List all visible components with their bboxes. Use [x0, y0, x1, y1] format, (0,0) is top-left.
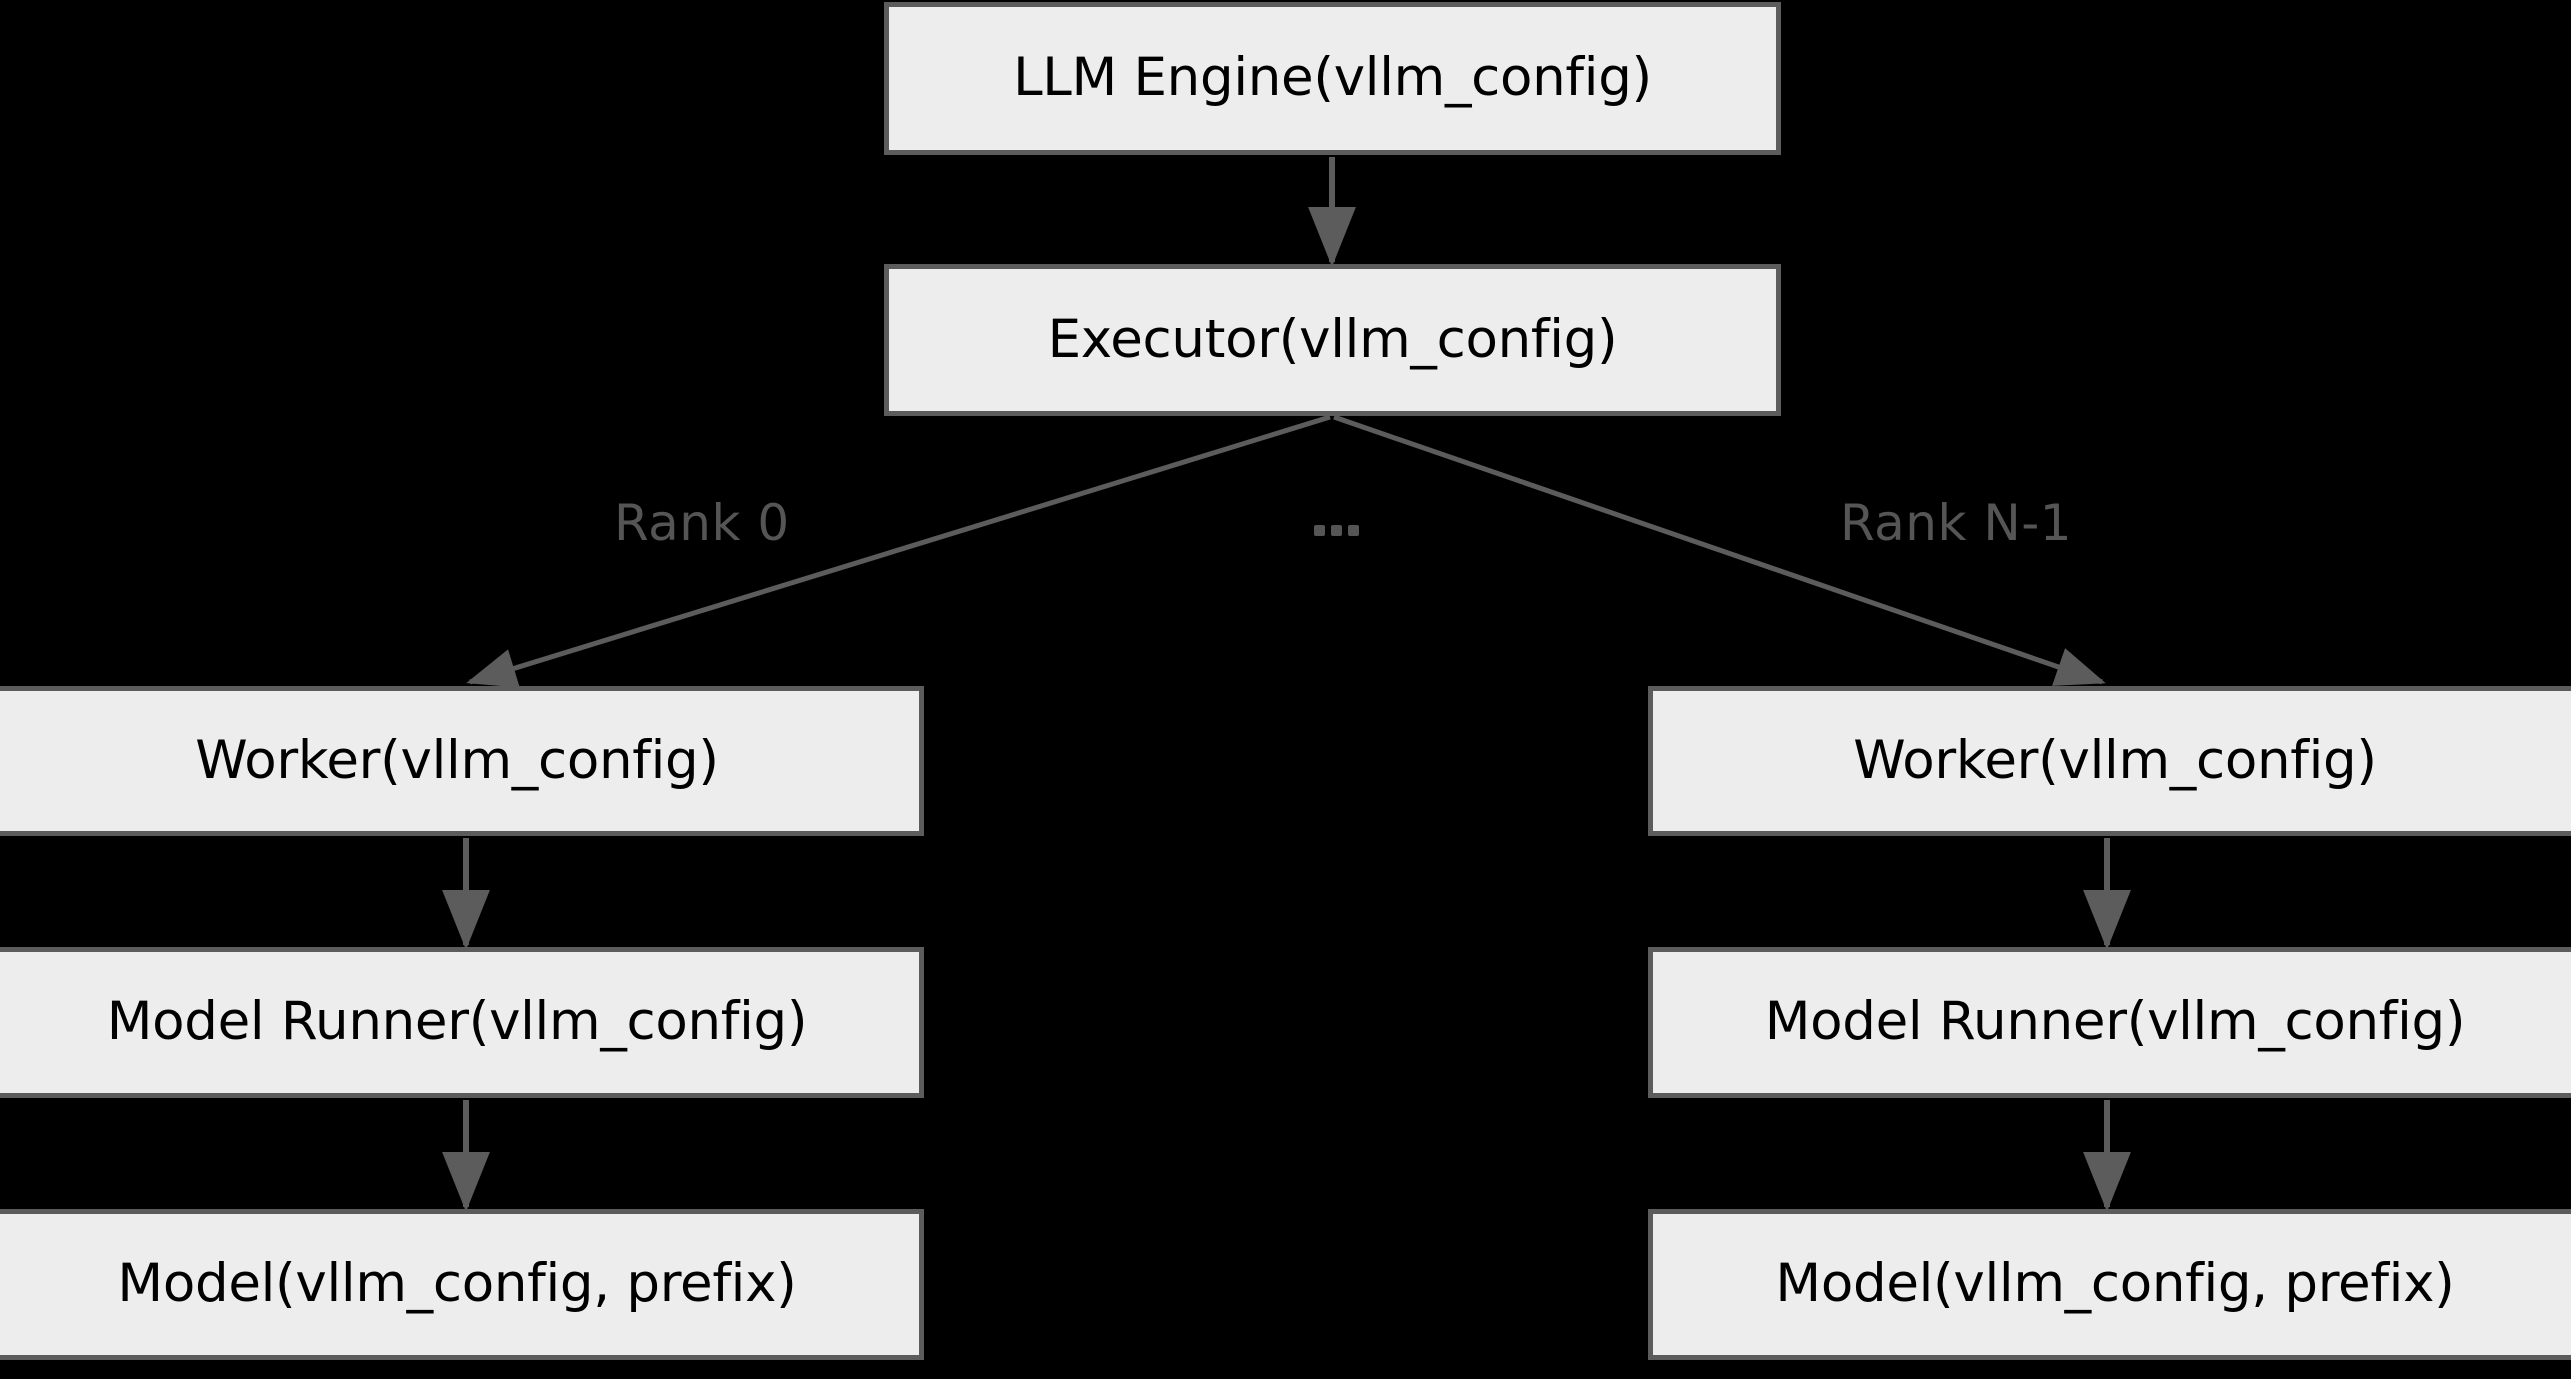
node-executor-label: Executor(vllm_config) [1047, 308, 1618, 370]
node-model-runner-left[interactable]: Model Runner(vllm_config) [0, 947, 924, 1098]
node-model-left-label: Model(vllm_config, prefix) [117, 1253, 797, 1315]
node-worker-right-label: Worker(vllm_config) [1853, 729, 2377, 791]
node-executor[interactable]: Executor(vllm_config) [884, 264, 1781, 416]
edge-label-rank-0: Rank 0 [614, 494, 790, 552]
node-model-right[interactable]: Model(vllm_config, prefix) [1648, 1209, 2571, 1360]
node-worker-left[interactable]: Worker(vllm_config) [0, 686, 924, 836]
edge-label-rank-n-minus-1: Rank N-1 [1840, 494, 2072, 552]
node-model-right-label: Model(vllm_config, prefix) [1775, 1253, 2455, 1315]
node-model-runner-left-label: Model Runner(vllm_config) [106, 991, 808, 1053]
node-model-runner-right-label: Model Runner(vllm_config) [1764, 991, 2466, 1053]
edge-label-rank-n-minus-1-text: Rank N-1 [1840, 494, 2073, 552]
edge-label-ellipsis-icon [1314, 525, 1359, 536]
node-model-left[interactable]: Model(vllm_config, prefix) [0, 1209, 924, 1360]
node-llm-engine[interactable]: LLM Engine(vllm_config) [884, 2, 1781, 155]
edge-executor-to-worker-left [466, 414, 1331, 688]
node-llm-engine-label: LLM Engine(vllm_config) [1013, 47, 1652, 109]
edge-label-rank-0-text: Rank 0 [614, 494, 790, 552]
node-worker-right[interactable]: Worker(vllm_config) [1648, 686, 2571, 836]
node-worker-left-label: Worker(vllm_config) [195, 729, 719, 791]
node-model-runner-right[interactable]: Model Runner(vllm_config) [1648, 947, 2571, 1098]
